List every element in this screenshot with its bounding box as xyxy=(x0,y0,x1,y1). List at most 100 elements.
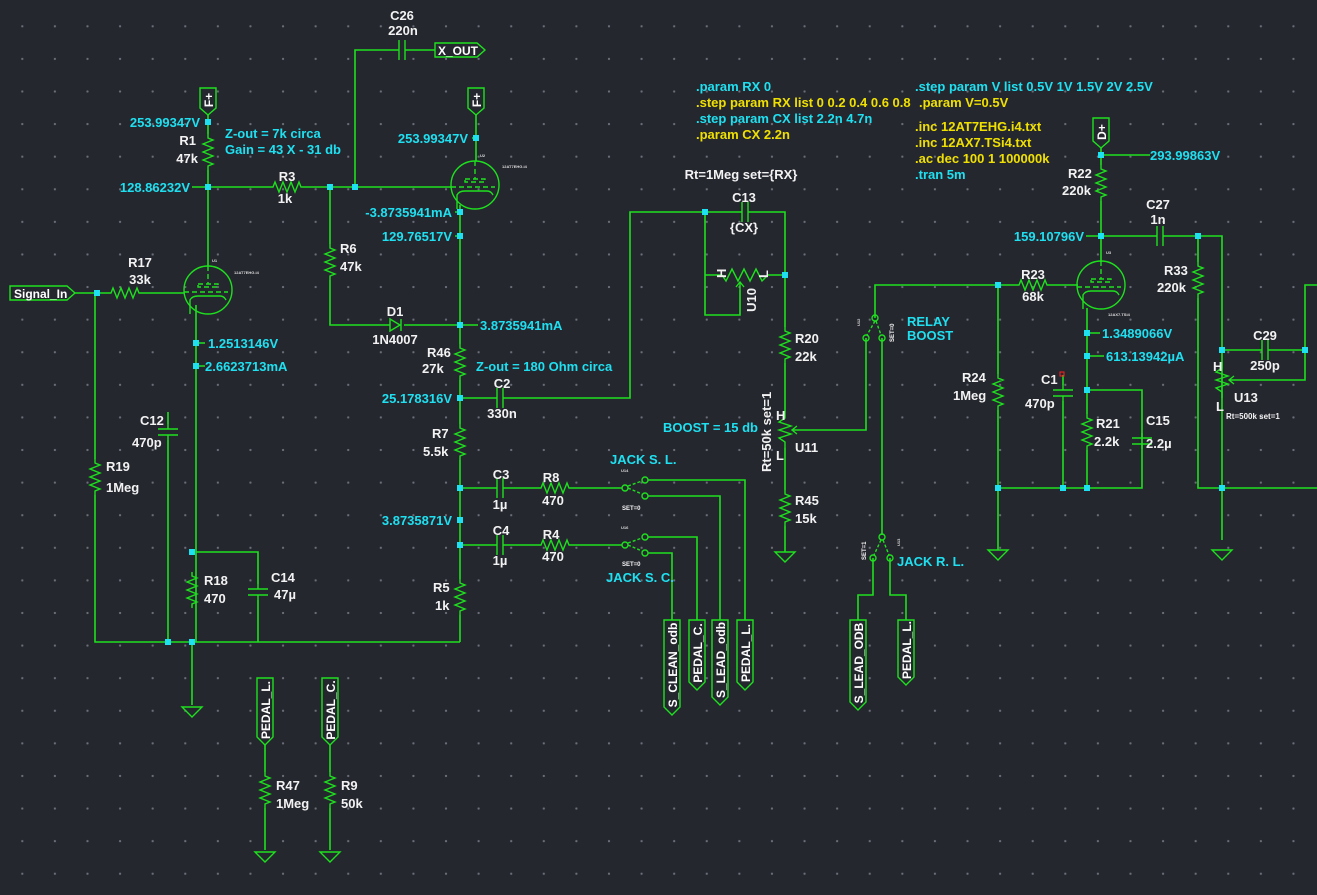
resistor-r5[interactable] xyxy=(454,578,466,616)
port-s-lead-odb[interactable]: S_LEAD_odb xyxy=(711,619,729,706)
tube-u3[interactable] xyxy=(1076,260,1126,310)
svg-text:Z-out = 7k circa: Z-out = 7k circa xyxy=(225,126,321,141)
resistor-r9[interactable] xyxy=(324,771,336,809)
capacitor-c4[interactable] xyxy=(491,534,509,556)
svg-text:SET=0: SET=0 xyxy=(622,562,641,568)
potentiometer-u10[interactable] xyxy=(721,267,769,290)
capacitor-c1[interactable] xyxy=(1052,384,1074,402)
capacitor-c29[interactable] xyxy=(1256,339,1274,361)
svg-text:R19: R19 xyxy=(106,459,130,474)
svg-text:L: L xyxy=(776,448,784,463)
port-f-plus-1[interactable]: F+ xyxy=(199,87,217,116)
svg-text:5.5k: 5.5k xyxy=(423,444,449,459)
resistor-r17[interactable] xyxy=(106,287,144,299)
svg-text:R6: R6 xyxy=(340,241,357,256)
svg-text:U10: U10 xyxy=(744,288,759,312)
svg-text:47k: 47k xyxy=(340,259,362,274)
port-f-plus-2[interactable]: F+ xyxy=(467,87,485,116)
svg-text:.inc 12AX7.TSi4.txt: .inc 12AX7.TSi4.txt xyxy=(915,135,1032,150)
svg-text:1Meg: 1Meg xyxy=(953,388,986,403)
resistor-r21[interactable] xyxy=(1081,413,1093,451)
svg-text:470: 470 xyxy=(542,549,564,564)
svg-text:C12: C12 xyxy=(140,413,164,428)
port-d-plus[interactable]: D+ xyxy=(1092,117,1110,149)
svg-text:U16: U16 xyxy=(621,525,629,530)
svg-text:BOOST = 15 db: BOOST = 15 db xyxy=(663,420,758,435)
capacitor-c26[interactable] xyxy=(393,39,411,61)
svg-text:JACK S. C.: JACK S. C. xyxy=(606,570,674,585)
svg-text:C2: C2 xyxy=(494,376,511,391)
svg-text:C15: C15 xyxy=(1146,413,1170,428)
svg-text:PEDAL_L.: PEDAL_L. xyxy=(900,621,914,679)
selection-marker xyxy=(1059,371,1065,377)
resistor-r7[interactable] xyxy=(454,423,466,461)
svg-text:470p: 470p xyxy=(1025,396,1055,411)
grounds xyxy=(181,549,1233,863)
svg-text:1n: 1n xyxy=(1150,212,1165,227)
diode-d1[interactable] xyxy=(389,317,402,333)
svg-text:L: L xyxy=(756,270,771,278)
port-signal-in[interactable]: Signal_In xyxy=(9,285,77,301)
port-s-clean-odb[interactable]: S_CLEAN_odb xyxy=(663,619,681,716)
probe-readouts: 253.99347V 253.99347V 128.86232V -3.8735… xyxy=(120,115,1221,528)
port-pedal-c[interactable]: PEDAL_C. xyxy=(688,619,706,691)
resistor-r1[interactable] xyxy=(202,133,214,171)
svg-text:.tran 5m: .tran 5m xyxy=(915,167,966,182)
svg-text:R3: R3 xyxy=(279,169,296,184)
svg-text:2.2k: 2.2k xyxy=(1094,434,1120,449)
svg-text:PEDAL_L.: PEDAL_L. xyxy=(259,681,273,739)
svg-text:.param CX 2.2n: .param CX 2.2n xyxy=(696,127,790,142)
svg-text:S_CLEAN_odb: S_CLEAN_odb xyxy=(666,623,680,708)
svg-text:.param RX 0: .param RX 0 xyxy=(696,79,771,94)
port-pedal-l[interactable]: PEDAL_L. xyxy=(736,619,754,691)
port-pedal-l-3[interactable]: PEDAL_L. xyxy=(256,677,274,746)
svg-text:330n: 330n xyxy=(487,406,517,421)
switch-jack-rl[interactable] xyxy=(869,533,894,562)
capacitor-c14[interactable] xyxy=(247,583,269,601)
tube-u2[interactable] xyxy=(450,160,500,210)
switch-jack-sl[interactable] xyxy=(621,476,649,500)
svg-text:.step param CX list 2.2n 4.7n: .step param CX list 2.2n 4.7n xyxy=(696,111,872,126)
svg-text:3.8735871V: 3.8735871V xyxy=(382,513,452,528)
svg-text:PEDAL_C.: PEDAL_C. xyxy=(324,680,338,739)
port-pedal-l-2[interactable]: PEDAL_L. xyxy=(897,619,915,686)
capacitor-c13[interactable] xyxy=(736,201,754,223)
tube-u1[interactable] xyxy=(183,265,233,315)
resistor-r45[interactable] xyxy=(779,489,791,527)
resistor-r24[interactable] xyxy=(992,373,1004,411)
svg-text:12AT7EHG.i4: 12AT7EHG.i4 xyxy=(234,270,260,275)
resistor-r33[interactable] xyxy=(1192,261,1204,299)
svg-text:3.8735941mA: 3.8735941mA xyxy=(480,318,563,333)
port-x-out[interactable]: X_OUT xyxy=(434,42,487,58)
resistor-r22[interactable] xyxy=(1095,164,1107,202)
svg-text:33k: 33k xyxy=(129,272,151,287)
svg-text:220n: 220n xyxy=(388,23,418,38)
port-s-lead-odb-2[interactable]: S_LEAD_ODB xyxy=(849,619,867,711)
capacitor-c2[interactable] xyxy=(491,387,509,409)
switch-relay-boost[interactable] xyxy=(862,314,886,342)
svg-text:220k: 220k xyxy=(1157,280,1187,295)
port-pedal-c-2[interactable]: PEDAL_C. xyxy=(321,677,339,746)
svg-text:1Meg: 1Meg xyxy=(276,796,309,811)
svg-text:X_OUT: X_OUT xyxy=(438,44,479,58)
svg-text:SET=0: SET=0 xyxy=(622,506,641,512)
svg-text:253.99347V: 253.99347V xyxy=(130,115,200,130)
capacitor-c27[interactable] xyxy=(1151,225,1169,247)
resistor-r47[interactable] xyxy=(259,771,271,809)
svg-text:U13: U13 xyxy=(896,538,901,546)
svg-text:R4: R4 xyxy=(543,527,560,542)
ground-icon xyxy=(181,706,203,718)
svg-text:BOOST: BOOST xyxy=(907,328,953,343)
resistor-r19[interactable] xyxy=(89,458,101,496)
resistor-r20[interactable] xyxy=(779,326,791,364)
svg-text:470: 470 xyxy=(542,493,564,508)
svg-text:C14: C14 xyxy=(271,570,296,585)
switch-jack-sc[interactable] xyxy=(621,533,649,557)
resistor-r6[interactable] xyxy=(324,243,336,281)
svg-text:F+: F+ xyxy=(202,93,216,107)
svg-text:R22: R22 xyxy=(1068,166,1092,181)
svg-text:R5: R5 xyxy=(433,580,450,595)
svg-text:2.6623713mA: 2.6623713mA xyxy=(205,359,288,374)
resistor-r46[interactable] xyxy=(454,343,466,381)
